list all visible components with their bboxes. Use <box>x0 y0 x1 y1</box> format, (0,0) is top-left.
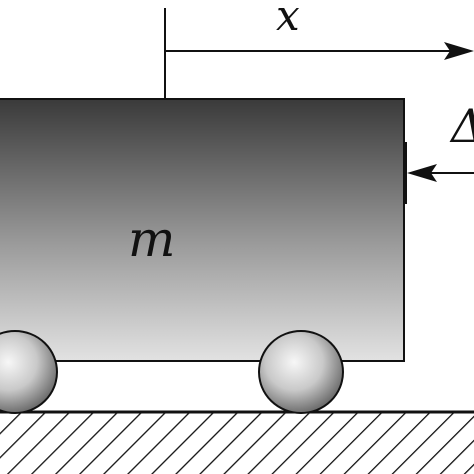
displacement-arrow <box>165 42 474 60</box>
ground <box>0 410 474 474</box>
mass-block <box>0 98 405 362</box>
wheel-right <box>258 330 344 414</box>
label-x: x <box>276 0 300 40</box>
force-arrow <box>407 164 474 182</box>
side-plate <box>403 142 407 204</box>
ground-hatch <box>0 413 474 474</box>
label-delta: Δ <box>449 99 474 153</box>
arrow-head-right <box>444 42 474 60</box>
arrow-head-left <box>407 164 437 182</box>
label-m: m <box>128 210 175 268</box>
wheel-left <box>0 330 58 414</box>
wheels <box>0 330 344 414</box>
